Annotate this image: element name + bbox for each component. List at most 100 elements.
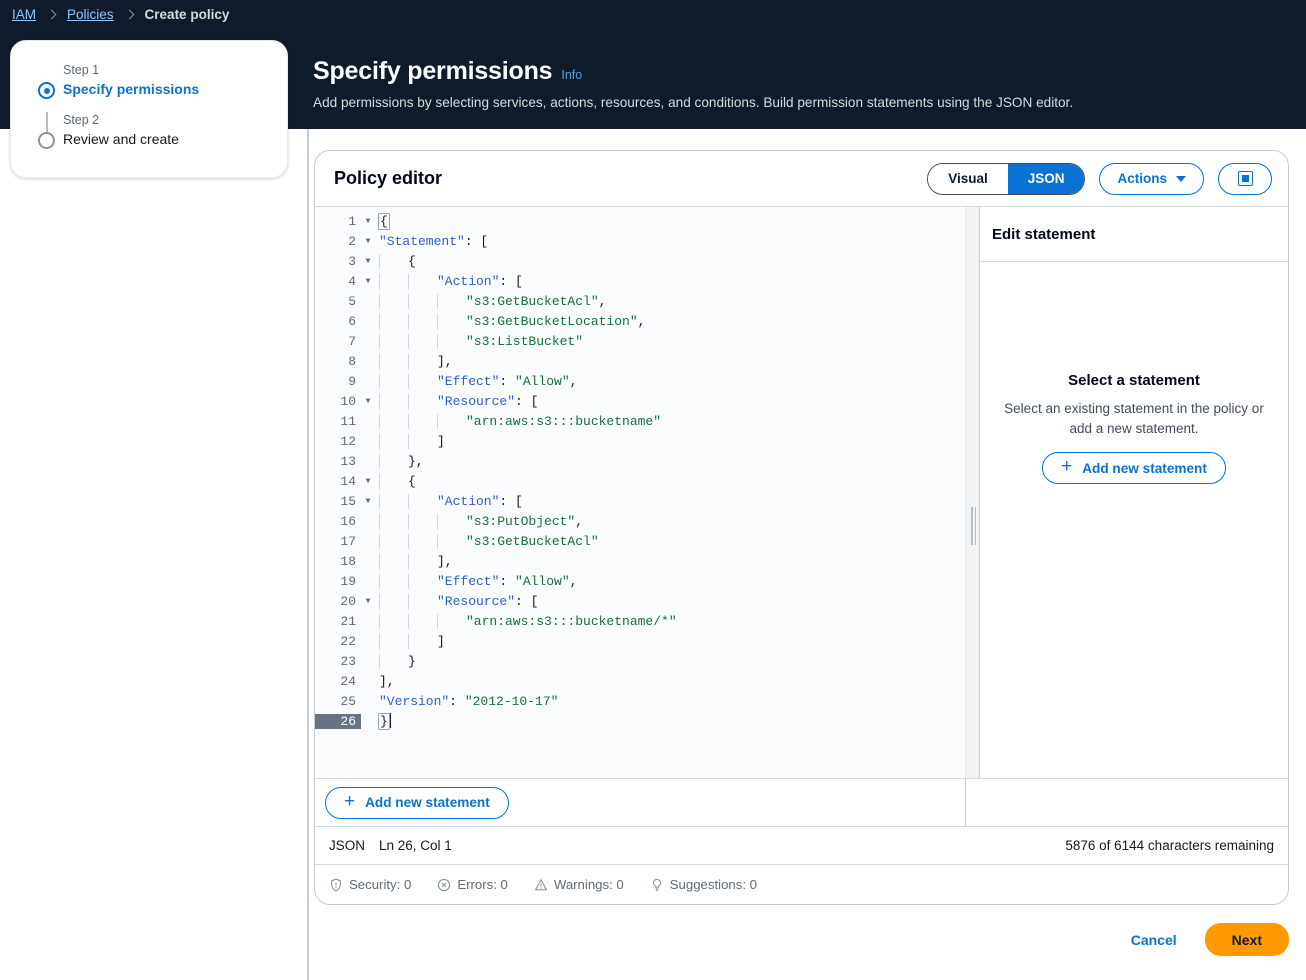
code-text: "Statement": [ xyxy=(375,234,965,249)
code-line[interactable]: 14▼ { xyxy=(315,471,965,491)
code-line[interactable]: 1▼{ xyxy=(315,211,965,231)
indent-guide xyxy=(379,373,408,389)
wizard-step-specify-permissions[interactable]: Step 1 Specify permissions xyxy=(11,62,287,147)
code-text: "Action": [ xyxy=(375,273,965,289)
page-title: Specify permissions xyxy=(313,57,553,85)
code-line[interactable]: 11 "arn:aws:s3:::bucketname" xyxy=(315,411,965,431)
diagnostic-errors[interactable]: Errors: 0 xyxy=(437,877,508,892)
code-line[interactable]: 25"Version": "2012-10-17" xyxy=(315,691,965,711)
code-token: "Resource" xyxy=(437,393,516,409)
step-connector-line xyxy=(46,112,48,147)
step-radio-unselected-icon[interactable] xyxy=(38,132,55,149)
step-radio-selected-icon[interactable] xyxy=(38,82,55,99)
code-line[interactable]: 7 "s3:ListBucket" xyxy=(315,331,965,351)
next-button[interactable]: Next xyxy=(1204,923,1289,956)
fold-triangle-icon[interactable]: ▼ xyxy=(365,276,371,286)
code-text: ], xyxy=(375,553,965,569)
code-line[interactable]: 8 ], xyxy=(315,351,965,371)
maximize-editor-button[interactable] xyxy=(1218,162,1272,195)
editor-resize-handle[interactable] xyxy=(965,207,980,778)
code-line[interactable]: 15▼ "Action": [ xyxy=(315,491,965,511)
fold-triangle-icon[interactable]: ▼ xyxy=(365,596,371,606)
code-token: , xyxy=(569,373,578,389)
indent-guide xyxy=(408,333,437,349)
policy-editor-card: Policy editor Visual JSON Actions 1▼{2▼"… xyxy=(314,150,1289,905)
code-token: : [ xyxy=(499,493,523,509)
info-link[interactable]: Info xyxy=(561,68,583,82)
tab-visual[interactable]: Visual xyxy=(928,163,1008,194)
code-text: "Action": [ xyxy=(375,493,965,509)
code-line[interactable]: 5 "s3:GetBucketAcl", xyxy=(315,291,965,311)
code-token: : xyxy=(499,373,516,389)
fold-triangle-icon[interactable]: ▼ xyxy=(365,396,371,406)
line-number: 4 xyxy=(348,273,356,289)
diagnostic-suggestions[interactable]: Suggestions: 0 xyxy=(650,877,757,892)
code-line[interactable]: 24], xyxy=(315,671,965,691)
code-line[interactable]: 6 "s3:GetBucketLocation", xyxy=(315,311,965,331)
indent-guide xyxy=(408,273,437,289)
tab-json[interactable]: JSON xyxy=(1007,163,1085,194)
code-token: { xyxy=(378,212,390,230)
editor-mode-toggle[interactable]: Visual JSON xyxy=(927,162,1086,195)
code-token: : [ xyxy=(464,233,489,249)
cancel-button[interactable]: Cancel xyxy=(1130,931,1177,948)
wizard-footer: Cancel Next xyxy=(1121,923,1289,956)
code-text: "Effect": "Allow", xyxy=(375,373,965,389)
code-token: "s3:GetBucketLocation" xyxy=(466,313,638,329)
fold-triangle-icon[interactable]: ▼ xyxy=(365,236,371,246)
panel-add-new-statement-label: Add new statement xyxy=(1082,460,1207,476)
code-line[interactable]: 16 "s3:PutObject", xyxy=(315,511,965,531)
code-line[interactable]: 26} xyxy=(315,711,965,731)
indent-guide xyxy=(437,513,466,529)
line-number: 16 xyxy=(340,513,356,529)
actions-button[interactable]: Actions xyxy=(1099,162,1204,195)
fold-triangle-icon[interactable]: ▼ xyxy=(365,496,371,506)
editor-add-new-statement-button[interactable]: + Add new statement xyxy=(325,786,509,819)
code-line-list[interactable]: 1▼{2▼"Statement": [3▼ {4▼ "Action": [5 "… xyxy=(315,207,965,731)
indent-guide xyxy=(437,293,466,309)
code-line[interactable]: 9 "Effect": "Allow", xyxy=(315,371,965,391)
wizard-step-review-and-create[interactable]: Step 2 Review and create xyxy=(11,112,287,149)
fold-triangle-icon[interactable]: ▼ xyxy=(365,256,371,266)
breadcrumb: IAM Policies Create policy xyxy=(0,0,1306,24)
add-row-right-spacer xyxy=(965,779,1288,826)
indent-guide xyxy=(408,393,437,409)
indent-guide xyxy=(379,473,408,489)
code-token: "s3:GetBucketAcl" xyxy=(466,293,599,309)
line-number: 3 xyxy=(348,253,356,269)
code-line[interactable]: 2▼"Statement": [ xyxy=(315,231,965,251)
code-line[interactable]: 13 }, xyxy=(315,451,965,471)
code-line[interactable]: 22 ] xyxy=(315,631,965,651)
line-number: 26 xyxy=(315,713,361,729)
indent-guide xyxy=(379,613,408,629)
code-text: ] xyxy=(375,633,965,649)
breadcrumb-item-iam[interactable]: IAM xyxy=(12,7,37,22)
code-text: ], xyxy=(375,674,965,689)
code-token: "Version" xyxy=(379,693,450,709)
code-line[interactable]: 20▼ "Resource": [ xyxy=(315,591,965,611)
fold-triangle-icon[interactable]: ▼ xyxy=(365,476,371,486)
code-text: "s3:PutObject", xyxy=(375,513,965,529)
diagnostic-warnings[interactable]: Warnings: 0 xyxy=(534,877,624,892)
code-line[interactable]: 18 ], xyxy=(315,551,965,571)
code-line[interactable]: 12 ] xyxy=(315,431,965,451)
line-number: 12 xyxy=(340,433,356,449)
code-line[interactable]: 23 } xyxy=(315,651,965,671)
fold-triangle-icon[interactable]: ▼ xyxy=(365,216,371,226)
code-line[interactable]: 21 "arn:aws:s3:::bucketname/*" xyxy=(315,611,965,631)
diagnostic-security[interactable]: Security: 0 xyxy=(329,877,411,892)
breadcrumb-item-policies[interactable]: Policies xyxy=(67,7,114,22)
code-token: } xyxy=(408,653,416,669)
indent-guide xyxy=(408,513,437,529)
panel-add-new-statement-button[interactable]: + Add new statement xyxy=(1042,452,1226,484)
json-code-editor[interactable]: 1▼{2▼"Statement": [3▼ {4▼ "Action": [5 "… xyxy=(315,207,965,778)
code-token: "arn:aws:s3:::bucketname/*" xyxy=(466,613,677,629)
code-token: "Effect" xyxy=(437,373,500,389)
code-line[interactable]: 19 "Effect": "Allow", xyxy=(315,571,965,591)
code-text: ], xyxy=(375,353,965,369)
code-line[interactable]: 3▼ { xyxy=(315,251,965,271)
step-2-label: Step 2 xyxy=(63,113,100,127)
code-line[interactable]: 17 "s3:GetBucketAcl" xyxy=(315,531,965,551)
code-line[interactable]: 4 ▼ "Action": [ xyxy=(315,271,965,291)
code-line[interactable]: 10▼ "Resource": [ xyxy=(315,391,965,411)
